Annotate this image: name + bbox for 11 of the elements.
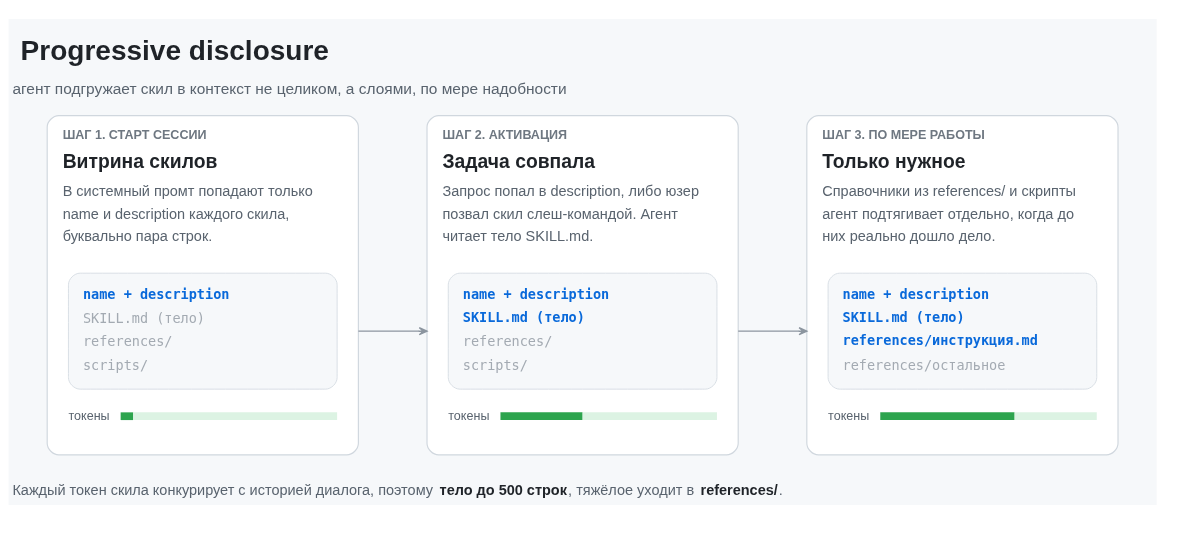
- arrow: [357, 327, 428, 336]
- node-label: токены: [448, 408, 490, 423]
- node-label: токены: [828, 408, 870, 423]
- arrow: [737, 327, 808, 336]
- diagram-title: Progressive disclosure: [20, 34, 329, 66]
- node-box: name + description SKILL.md (тело) references/инструкция.md references/остальное: [827, 272, 1098, 390]
- caption: Каждый токен скила конкурирует с историей диалога, поэтому тело до 500 строк, тяжёлое уходит в references/.: [12, 482, 783, 499]
- node-label: токены: [68, 408, 110, 423]
- node-box: name + description SKILL.md (тело) references/ scripts/: [67, 272, 338, 390]
- label: агент подгружает скил в контекст не целиком, а слоями, по мере надобности: [12, 80, 567, 98]
- node-box: name + description SKILL.md (тело) references/ scripts/: [447, 272, 718, 390]
